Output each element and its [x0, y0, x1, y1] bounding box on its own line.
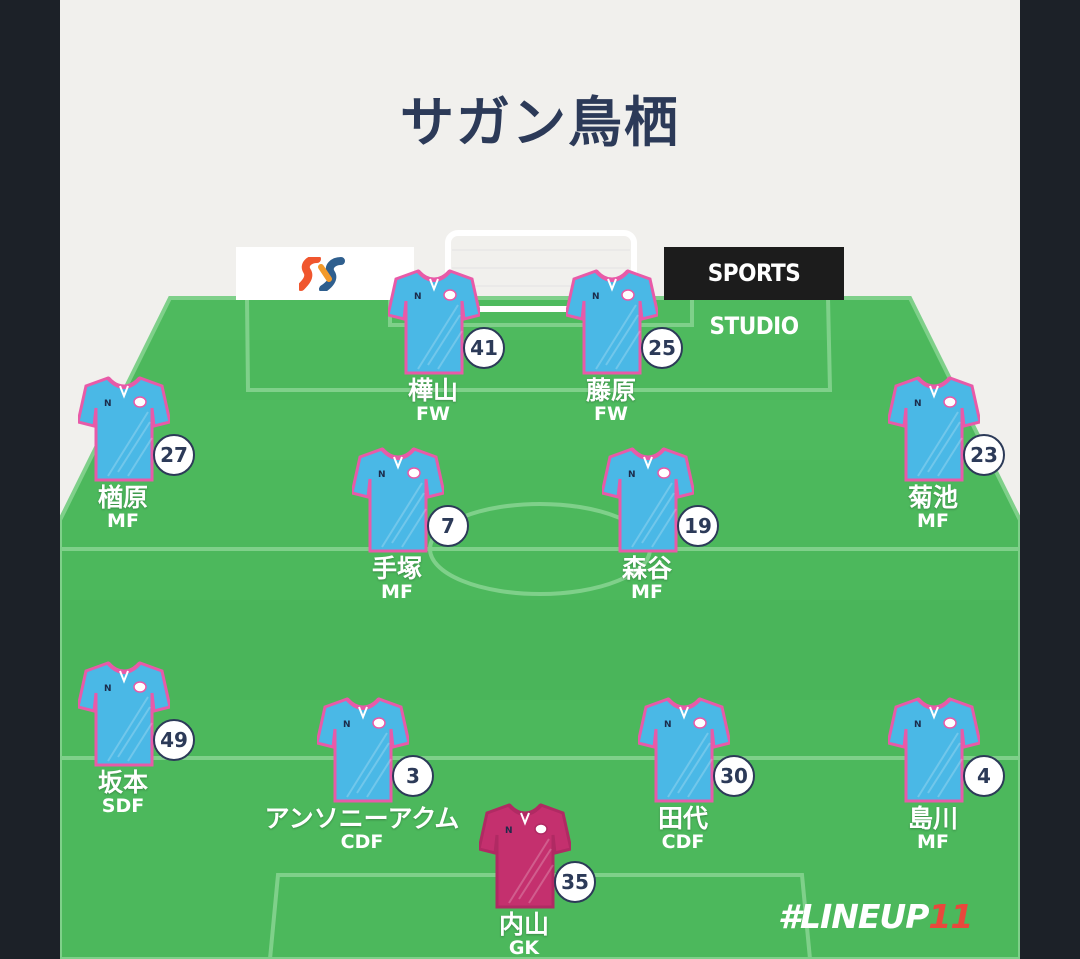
- player-position: MF: [381, 581, 413, 603]
- player-position: MF: [631, 581, 663, 603]
- player-name: 坂本: [97, 768, 148, 797]
- player-position: FW: [416, 403, 450, 425]
- player-position: MF: [917, 510, 949, 532]
- player-card: N 3 アンソニーアクム CDF: [262, 693, 462, 883]
- shirt-number-badge: 7: [427, 505, 469, 547]
- player-card: N 19 森谷 MF: [547, 443, 747, 633]
- shirt-number-badge: 3: [392, 755, 434, 797]
- player-name: アンソニーアクム: [264, 804, 460, 833]
- shirt-number-badge: 30: [713, 755, 755, 797]
- player-shirt-icon: N: [78, 376, 170, 482]
- player-name: 田代: [657, 804, 708, 833]
- player-card: N 49 坂本 SDF: [60, 657, 223, 847]
- player-name: 島川: [907, 804, 958, 833]
- player-card: N 7 手塚 MF: [297, 443, 497, 633]
- player-name: 菊池: [907, 483, 958, 512]
- pitch: [60, 230, 1020, 959]
- svg-text:N: N: [914, 720, 922, 730]
- player-position: CDF: [661, 831, 705, 853]
- player-position: FW: [594, 403, 628, 425]
- hashtag-accent: 11: [928, 897, 973, 936]
- player-shirt-icon: N: [888, 376, 980, 482]
- player-card: N 23 菊池 MF: [833, 372, 1020, 562]
- lineup-card: サガン鳥栖 SPORTS STUDIO N 41 樺山 FW: [60, 0, 1020, 959]
- shirt-number-badge: 41: [463, 327, 505, 369]
- player-position: CDF: [340, 831, 384, 853]
- player-name: 内山: [498, 910, 549, 939]
- team-title: サガン鳥栖: [400, 91, 680, 154]
- player-name: 藤原: [585, 376, 636, 405]
- player-position: MF: [917, 831, 949, 853]
- lineup-hashtag: #LINEUP11: [778, 897, 973, 936]
- svg-text:N: N: [505, 826, 513, 836]
- player-shirt-icon: N: [78, 661, 170, 767]
- player-position: SDF: [101, 795, 145, 817]
- player-shirt-icon: N: [638, 697, 730, 803]
- player-name: 森谷: [621, 554, 672, 583]
- shirt-number-badge: 4: [963, 755, 1005, 797]
- svg-text:N: N: [104, 399, 112, 409]
- shirt-number-badge: 35: [554, 861, 596, 903]
- player-name: 樺山: [407, 376, 458, 405]
- svg-text:N: N: [104, 684, 112, 694]
- player-shirt-icon: N: [888, 697, 980, 803]
- player-card: N 27 楢原 MF: [60, 372, 223, 562]
- player-card: N 4 島川 MF: [833, 693, 1020, 883]
- player-shirt-icon: N: [602, 447, 694, 553]
- hashtag-main: #LINEUP: [778, 897, 929, 936]
- player-shirt-icon: N: [388, 269, 480, 375]
- svg-text:N: N: [592, 292, 600, 302]
- svg-text:N: N: [914, 399, 922, 409]
- ss-logo-icon: [299, 257, 345, 291]
- svg-text:N: N: [628, 470, 636, 480]
- svg-text:N: N: [378, 470, 386, 480]
- player-name: 楢原: [97, 483, 148, 512]
- player-shirt-icon: N: [317, 697, 409, 803]
- shirt-number-badge: 19: [677, 505, 719, 547]
- shirt-number-badge: 27: [153, 434, 195, 476]
- svg-text:N: N: [343, 720, 351, 730]
- player-card: N 25 藤原 FW: [511, 265, 711, 455]
- goalkeeper-card: N 35 内山 GK: [424, 799, 624, 959]
- player-shirt-icon: N: [566, 269, 658, 375]
- shirt-number-badge: 23: [963, 434, 1005, 476]
- player-card: N 41 樺山 FW: [333, 265, 533, 455]
- sponsor-banner-left: [236, 247, 414, 300]
- svg-text:N: N: [414, 292, 422, 302]
- player-card: N 30 田代 CDF: [583, 693, 783, 883]
- shirt-number-badge: 49: [153, 719, 195, 761]
- goalkeeper-shirt-icon: N: [479, 803, 571, 909]
- player-shirt-icon: N: [352, 447, 444, 553]
- shirt-number-badge: 25: [641, 327, 683, 369]
- player-position: MF: [107, 510, 139, 532]
- svg-text:N: N: [664, 720, 672, 730]
- player-position: GK: [508, 937, 540, 959]
- player-name: 手塚: [371, 554, 422, 583]
- sponsor-banner-right: SPORTS STUDIO: [664, 247, 844, 340]
